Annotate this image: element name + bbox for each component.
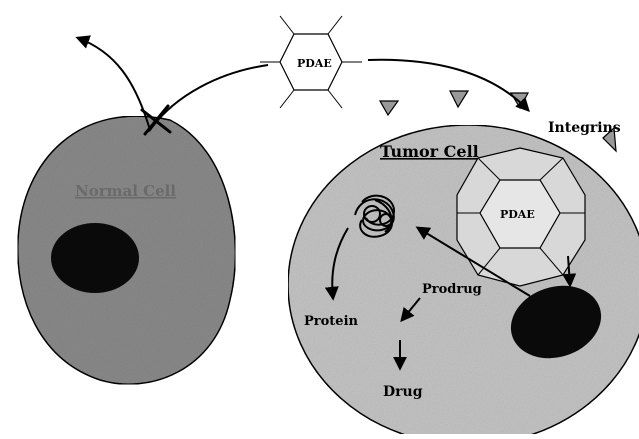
internalized-pdae: PDAE [457, 148, 585, 286]
pdae-outside-label: PDAE [297, 57, 332, 70]
integrin-marker [450, 91, 468, 107]
tumor-cell-label: Tumor Cell [380, 142, 479, 161]
tumor-cell: Tumor Cell PDAE Protein [288, 125, 639, 434]
integrins-label: Integrins [548, 120, 621, 136]
prodrug-label: Prodrug [422, 282, 482, 297]
drug-label: Drug [383, 384, 423, 400]
pdae-inside-label: PDAE [500, 208, 535, 221]
protein-label: Protein [304, 314, 359, 329]
normal-cell-nucleus [51, 223, 139, 293]
external-pdae: PDAE [260, 16, 362, 108]
tumor-cell-body [288, 125, 639, 434]
integrin-marker [380, 101, 398, 115]
normal-cell-label: Normal Cell [75, 182, 176, 200]
arrow-pdae-to-normal [78, 38, 268, 130]
normal-cell: Normal Cell [18, 116, 236, 384]
